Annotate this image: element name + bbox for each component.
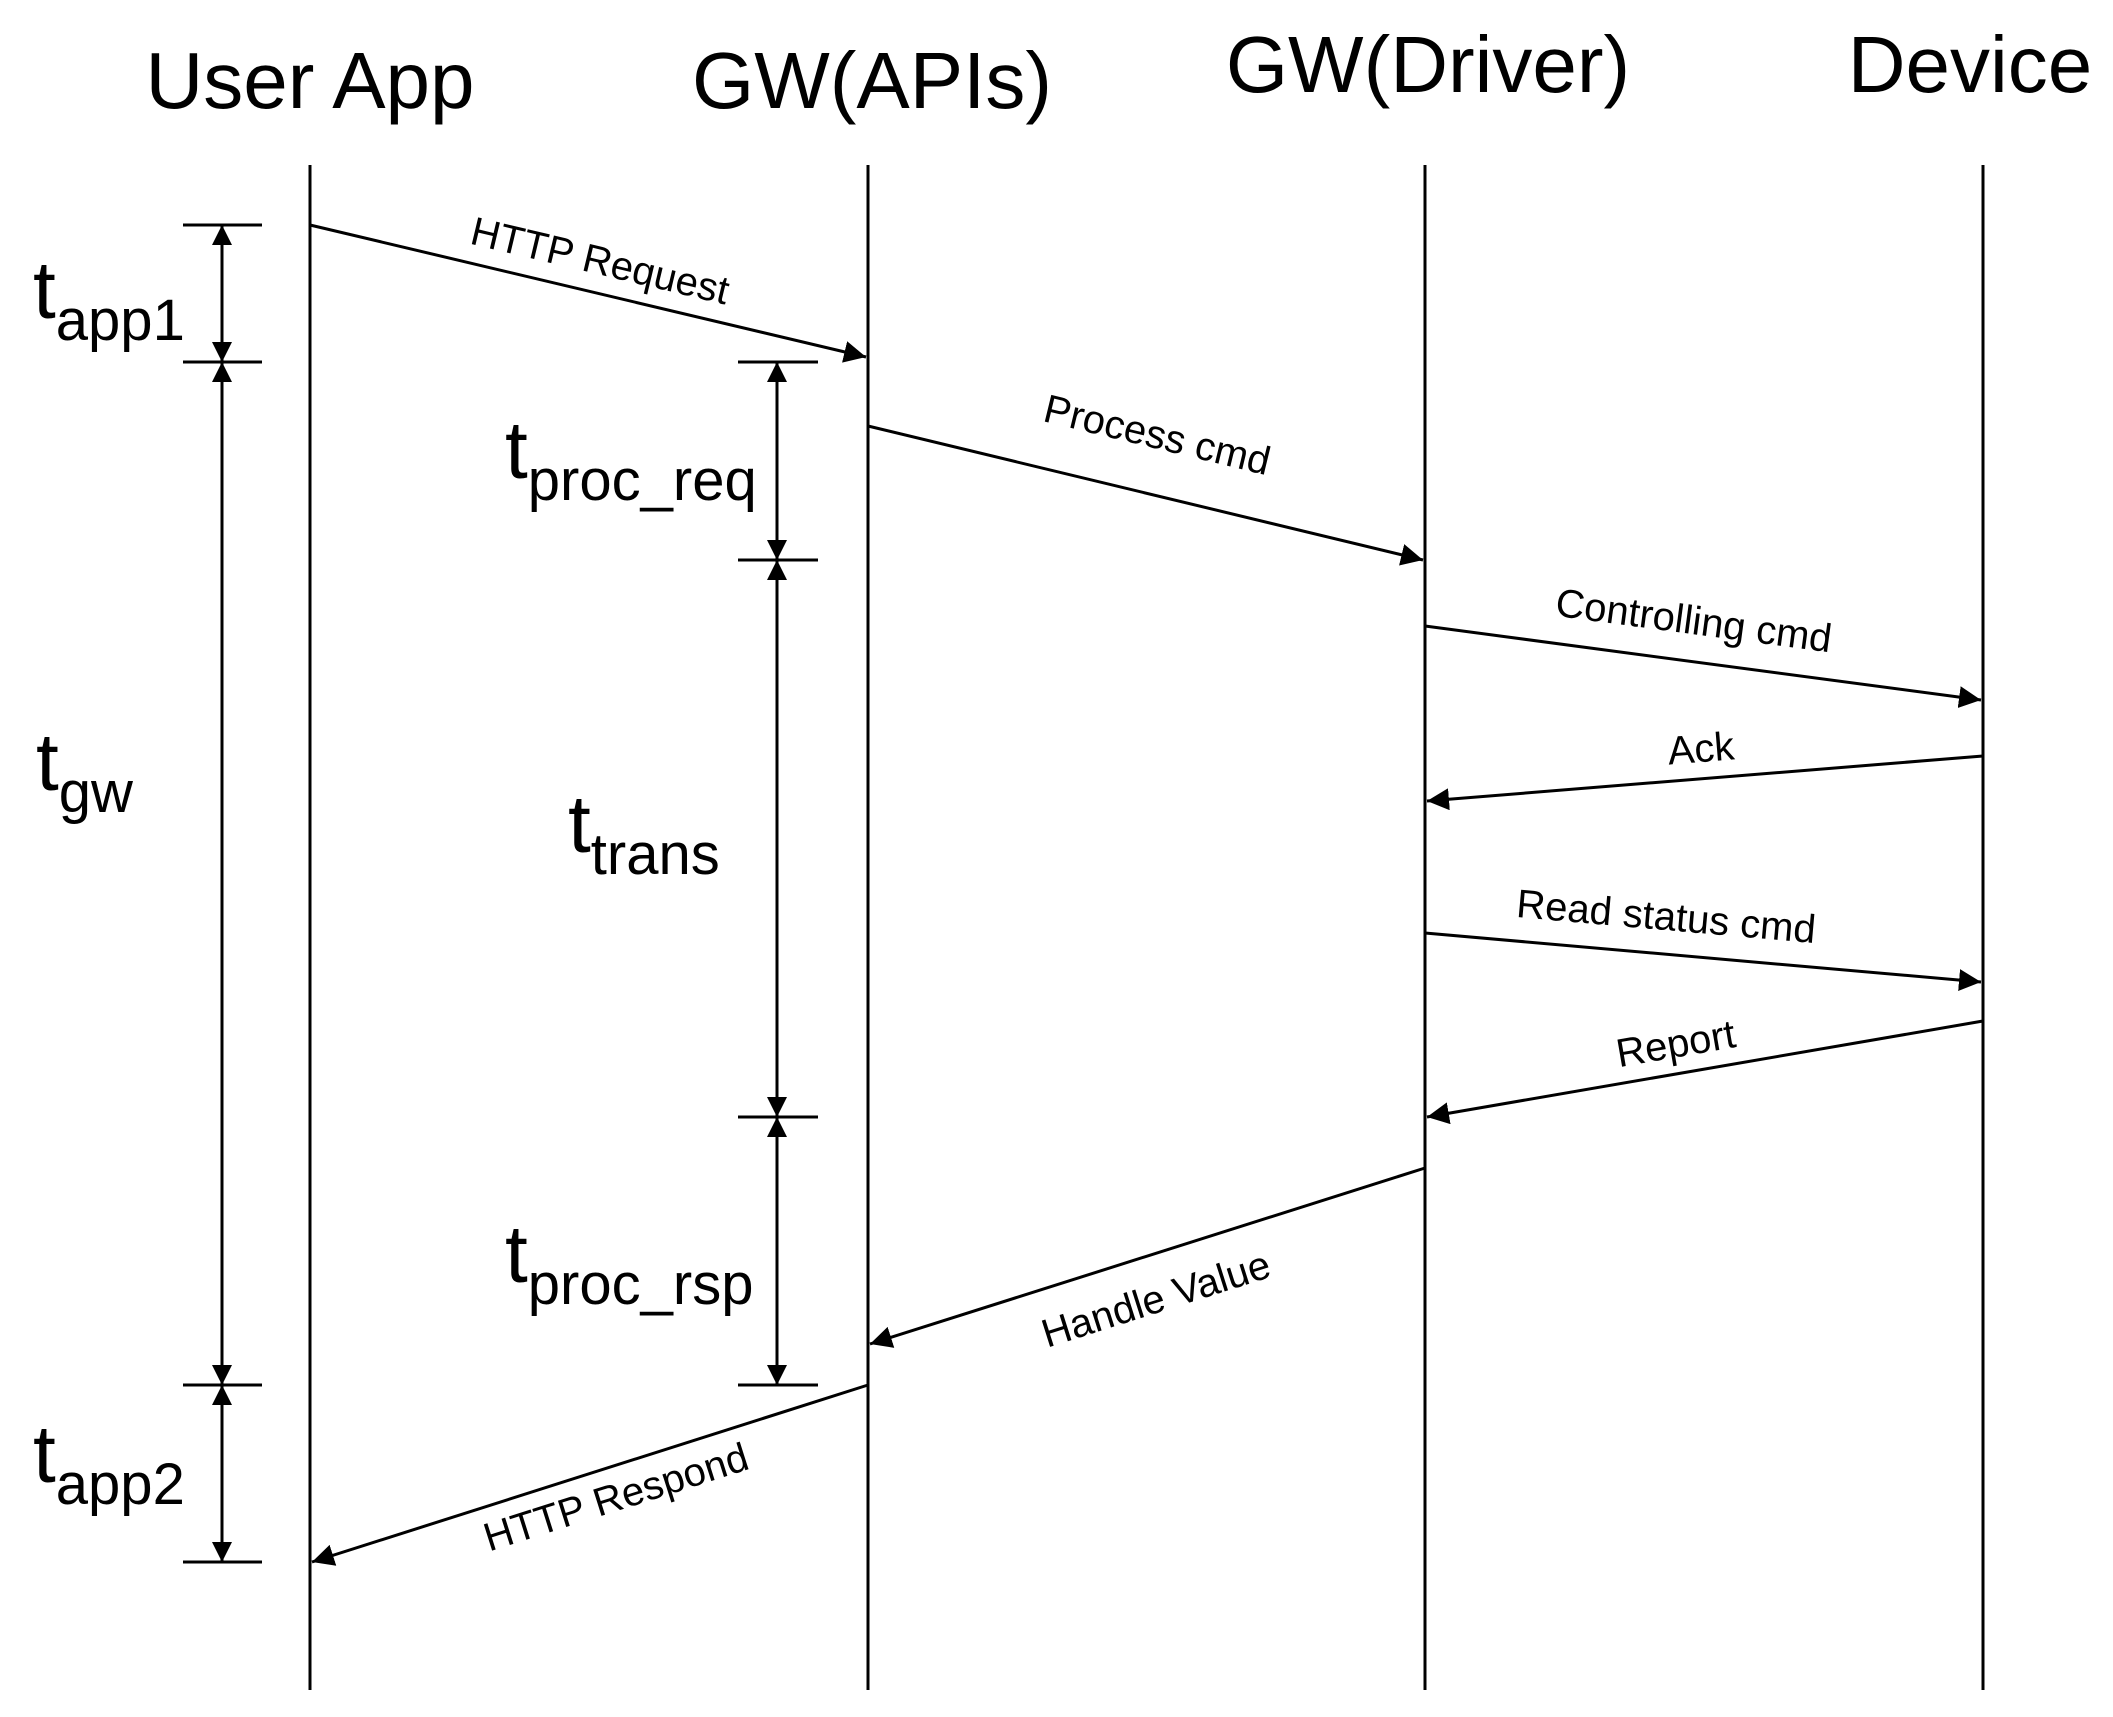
message-label-read-status-cmd: Read status cmd [1515,882,1818,952]
message-label-process-cmd: Process cmd [1040,387,1275,484]
participant-gw-driver: GW(Driver) [1226,20,1630,109]
message-arrow-report [1426,1019,1984,1125]
interval-label-gw: tgw [36,717,134,825]
message-label-handle-value: Handle Value [1036,1243,1275,1357]
interval-label-proc-rsp: tproc_rsp [505,1209,753,1317]
message-label-ack: Ack [1666,724,1737,773]
interval-label-trans: ttrans [568,779,720,887]
participant-user-app: User App [145,36,474,125]
message-arrow-handle-value [869,1166,1426,1348]
interval-label-app1: tapp1 [33,245,185,353]
message-arrow-ack [1426,754,1984,811]
message-arrow-read-status-cmd [1424,931,1982,992]
message-arrow-http-respond [311,1383,869,1566]
message-arrow-process-cmd [867,424,1424,566]
interval-label-proc-req: tproc_req [505,405,757,513]
message-arrow-controlling-cmd [1424,624,1982,709]
message-label-http-respond: HTTP Respond [478,1435,753,1560]
message-arrow-http-request [309,223,867,363]
interval-label-app2: tapp2 [33,1409,185,1517]
participant-device: Device [1848,20,2093,109]
message-label-http-request: HTTP Request [467,209,734,313]
participant-gw-apis: GW(APIs) [692,36,1052,125]
